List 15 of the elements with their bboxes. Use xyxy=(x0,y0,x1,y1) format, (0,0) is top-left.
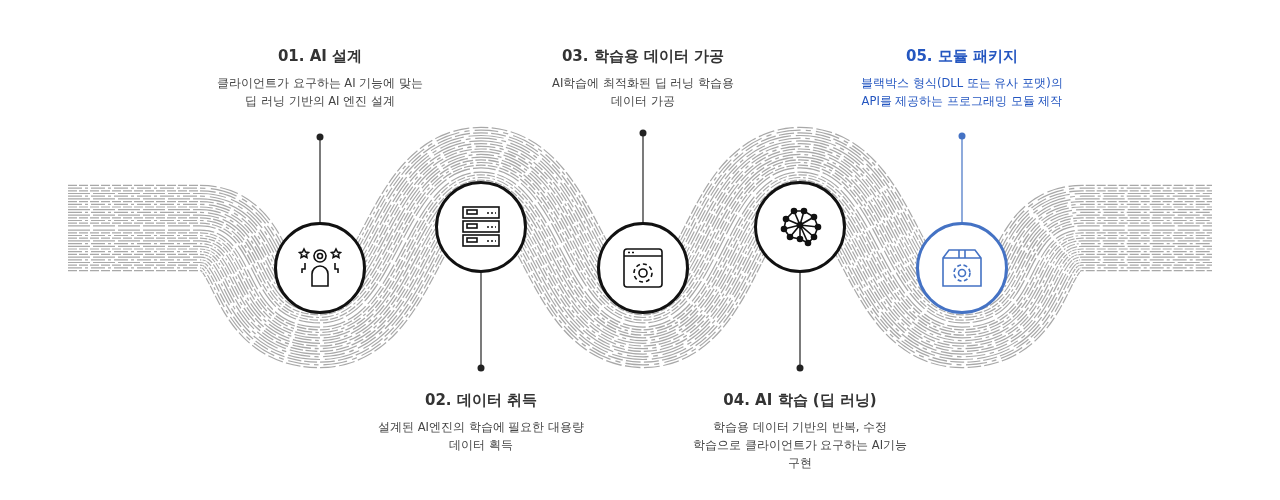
step-description: 설계된 AI엔진의 학습에 필요한 대용량 데이터 획득 xyxy=(377,419,585,454)
leader-line xyxy=(639,129,647,223)
step-title: 01. AI 설계 xyxy=(277,47,363,66)
step-description: 블랙박스 형식(DLL 또는 유사 포맷)의 API를 제공하는 프로그래밍 모듈 제작 xyxy=(860,75,1064,110)
step-title: 02. 데이터 취득 xyxy=(425,391,537,410)
step-title: 05. 모듈 패키지 xyxy=(906,47,1018,66)
step-description: 학습용 데이터 기반의 반복, 수정 학습으로 클라이언트가 요구하는 AI기능 구현 xyxy=(692,419,908,472)
step-description: 클라이언트가 요구하는 AI 기능에 맞는 딥 러닝 기반의 AI 엔진 설계 xyxy=(216,75,424,110)
step-title: 03. 학습용 데이터 가공 xyxy=(561,47,725,66)
leader-line xyxy=(316,133,324,223)
leader-line xyxy=(796,272,804,372)
step-description: AI학습에 최적화된 딥 러닝 학습용 데이터 가공 xyxy=(551,75,735,110)
leader-line xyxy=(958,132,966,223)
leader-line xyxy=(477,272,485,372)
step-title: 04. AI 학습 (딥 러닝) xyxy=(723,391,877,410)
